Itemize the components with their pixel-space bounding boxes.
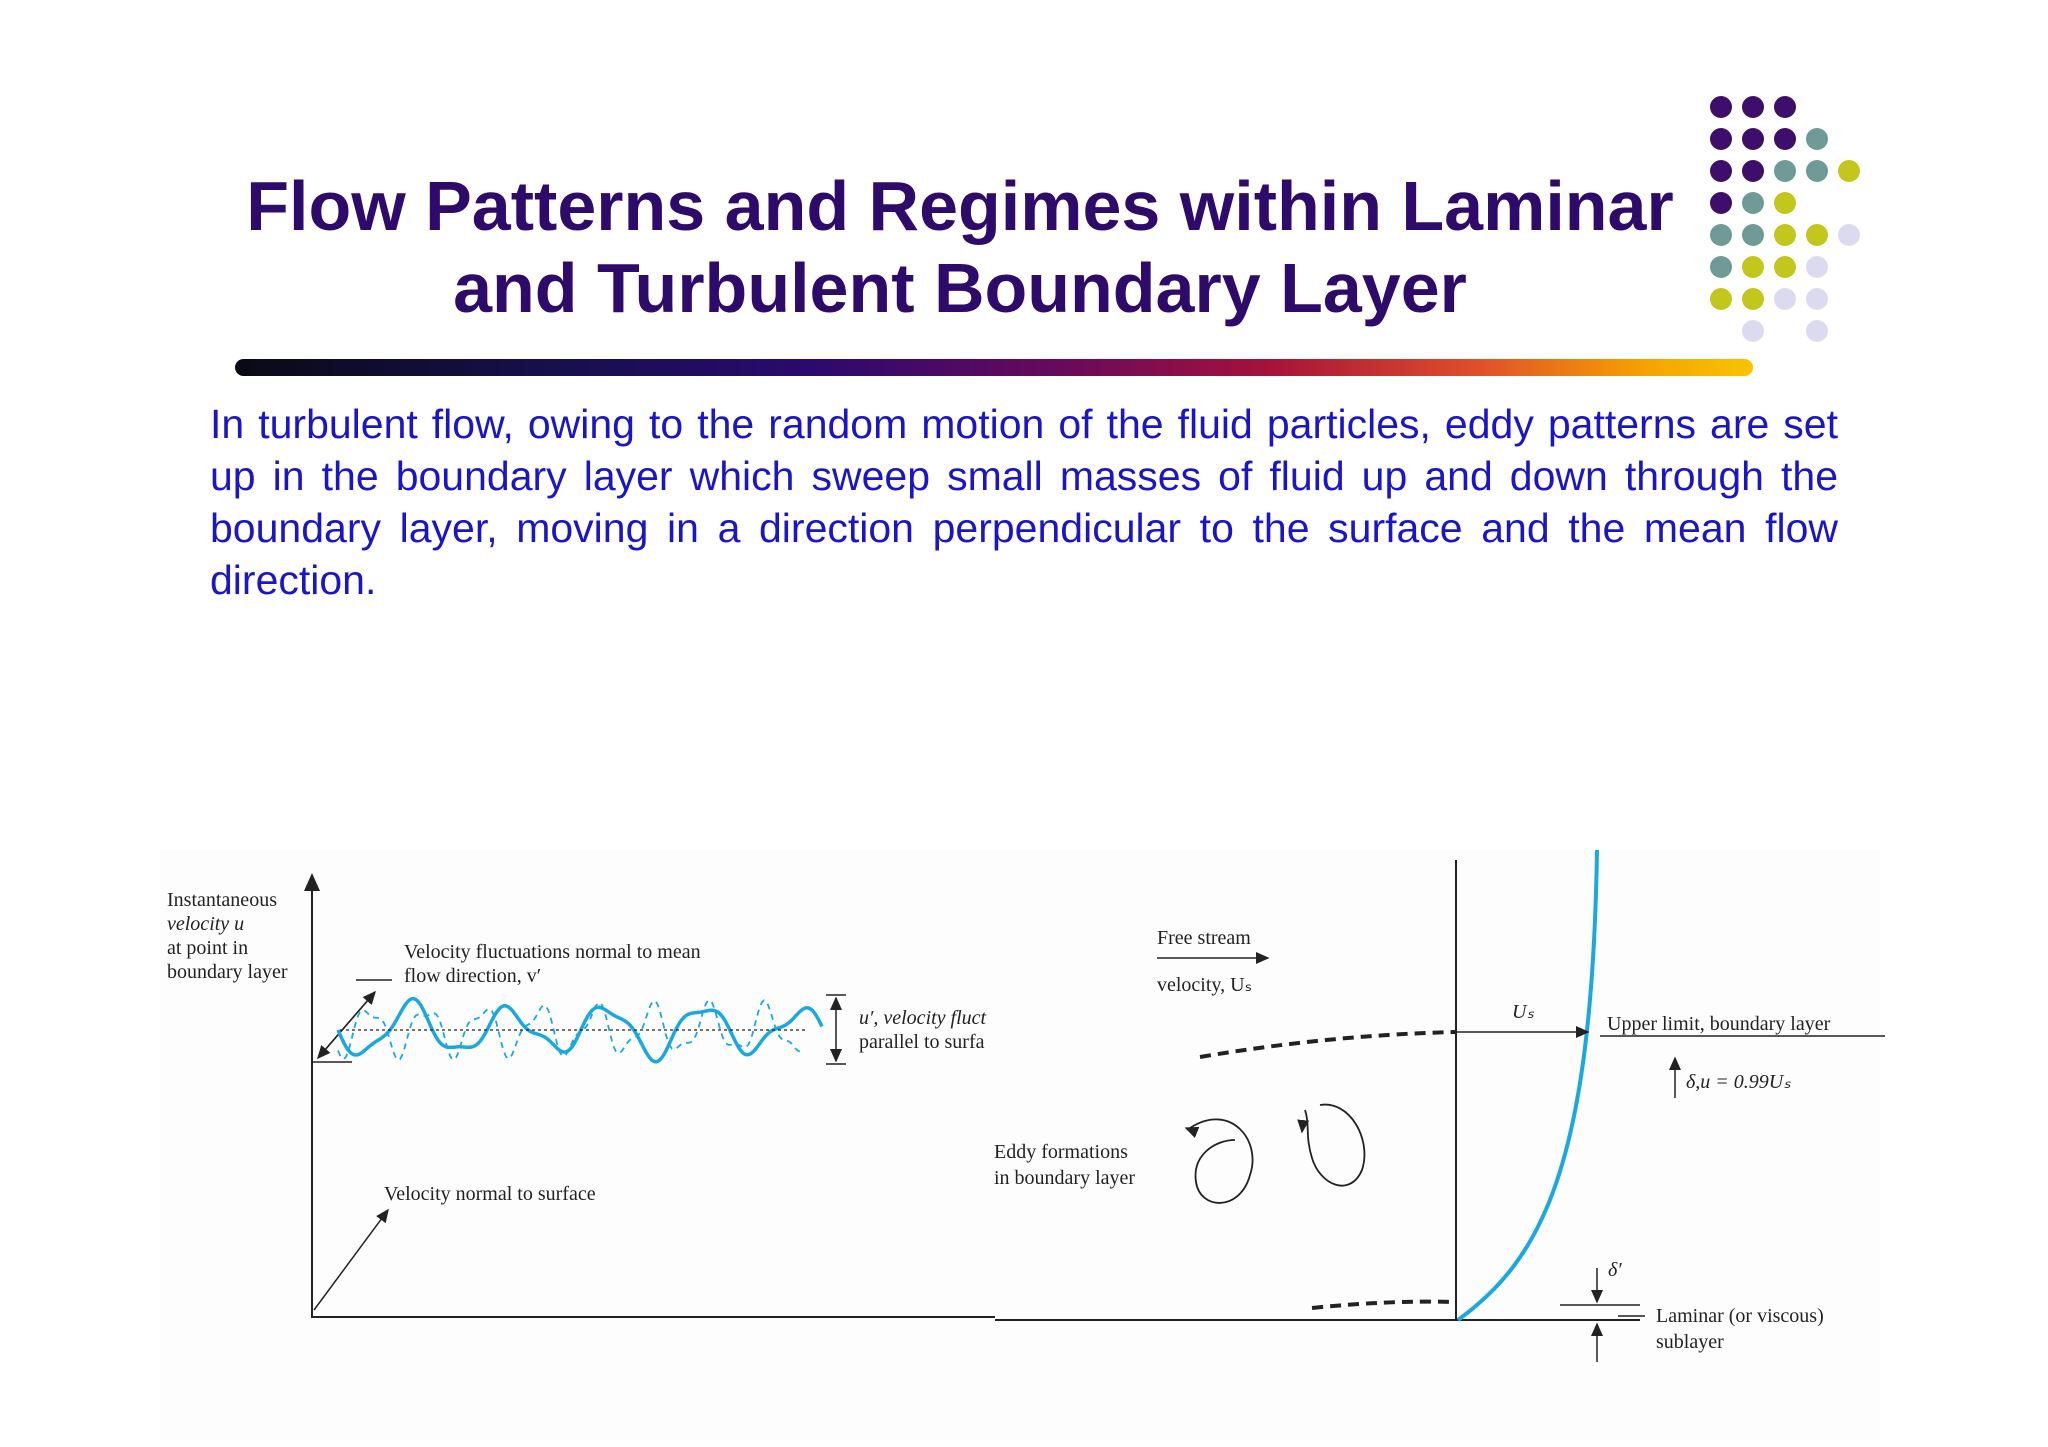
v-prime-wave: [337, 999, 801, 1061]
upper-limit-label: Upper limit, boundary layer: [1607, 1013, 1831, 1035]
decor-dot: [1774, 128, 1796, 150]
eddy-loop-2: [1304, 1103, 1366, 1187]
right-panel: Free stream velocity, Uₛ Uₛ Upper limit,…: [994, 849, 1885, 1362]
boundary-layer-edge-dashed: [1199, 1030, 1456, 1059]
eddy-line-1: Eddy formations: [994, 1141, 1128, 1163]
decor-dot: [1806, 160, 1828, 182]
decor-dot: [1742, 320, 1764, 342]
eddy-loop-1: [1189, 1118, 1254, 1204]
figure-drawing: Instantaneous velocity u at point in bou…: [167, 849, 1885, 1362]
ylabel-line-3: at point in: [167, 937, 248, 959]
ylabel-line-1: Instantaneous: [167, 889, 277, 911]
eddy-arrow-2: [1297, 1119, 1310, 1134]
velocity-fluctuation-curves: [336, 996, 824, 1064]
ylabel-line-2: velocity u: [167, 913, 244, 935]
sublayer-edge-dashed: [1311, 1299, 1456, 1310]
decor-dot: [1710, 96, 1732, 118]
delta-prime-label: δ′: [1608, 1259, 1622, 1281]
decor-dot: [1774, 288, 1796, 310]
fluct-parallel-line-1: u′, velocity fluct: [859, 1007, 987, 1029]
slide-title: Flow Patterns and Regimes within Laminar…: [180, 165, 1740, 329]
decor-dot: [1806, 256, 1828, 278]
label-clip-mask: [995, 990, 1035, 1070]
eddy-line-2: in boundary layer: [994, 1167, 1135, 1189]
us-label: Uₛ: [1512, 1001, 1534, 1023]
body-paragraph: In turbulent flow, owing to the random m…: [210, 401, 1838, 603]
decor-dot: [1806, 128, 1828, 150]
decor-dot: [1774, 160, 1796, 182]
fluct-normal-arrow-back: [317, 990, 376, 1059]
title-line-2: and Turbulent Boundary Layer: [453, 249, 1467, 327]
boundary-layer-figure: Instantaneous velocity u at point in bou…: [0, 840, 2048, 1447]
left-panel: Instantaneous velocity u at point in bou…: [167, 873, 1035, 1318]
decor-dot: [1742, 256, 1764, 278]
fluct-normal-line-2: flow direction, v′: [404, 965, 541, 987]
decor-dot: [1838, 160, 1860, 182]
normal-arrow: [313, 1208, 389, 1311]
eddy-arrow-1: [1184, 1126, 1200, 1139]
ylabel-line-4: boundary layer: [167, 961, 288, 983]
title-line-1: Flow Patterns and Regimes within Laminar: [246, 167, 1674, 245]
decor-dot: [1742, 160, 1764, 182]
fluct-parallel-line-2: parallel to surfa: [859, 1031, 985, 1053]
free-stream-line-2: velocity, Uₛ: [1157, 974, 1252, 996]
decor-dot: [1742, 96, 1764, 118]
decor-dot: [1806, 224, 1828, 246]
fluct-normal-line-1: Velocity fluctuations normal to mean: [404, 941, 701, 963]
decor-dot: [1710, 128, 1732, 150]
velocity-profile-curve: [1456, 849, 1599, 1322]
decor-dot: [1774, 256, 1796, 278]
normal-label: Velocity normal to surface: [384, 1183, 596, 1205]
decor-dot: [1742, 192, 1764, 214]
decor-dot: [1774, 192, 1796, 214]
decor-dot: [1774, 96, 1796, 118]
decor-dot: [1806, 320, 1828, 342]
decor-dot: [1742, 224, 1764, 246]
sublayer-line-1: Laminar (or viscous): [1656, 1305, 1824, 1327]
delta-label: δ,u = 0.99Uₛ: [1686, 1071, 1791, 1093]
decor-dot: [1742, 128, 1764, 150]
decor-dot: [1774, 224, 1796, 246]
decor-dot: [1806, 288, 1828, 310]
decor-dot: [1838, 224, 1860, 246]
free-stream-line-1: Free stream: [1157, 927, 1251, 949]
decor-dot: [1742, 288, 1764, 310]
sublayer-line-2: sublayer: [1656, 1331, 1724, 1353]
gradient-divider: [235, 359, 1753, 376]
